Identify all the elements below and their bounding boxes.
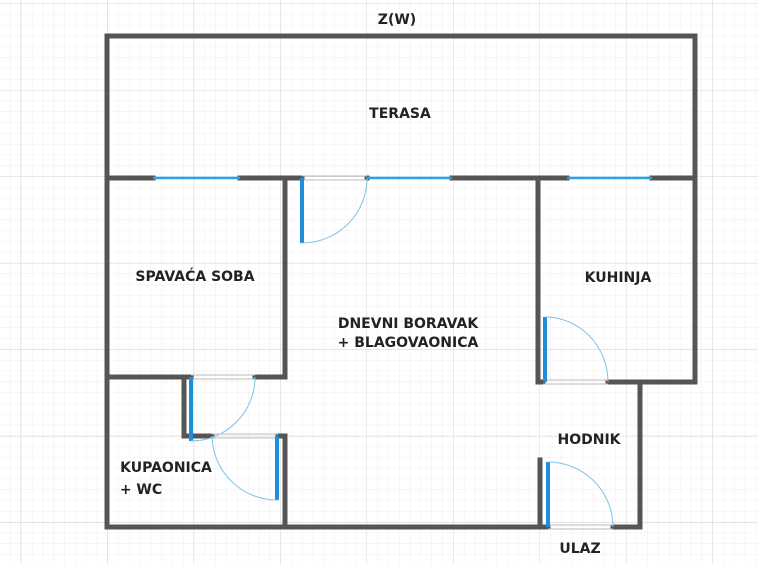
room-label-bedroom: SPAVAĆA SOBA	[135, 267, 254, 285]
room-label-bathroom-2: + WC	[120, 482, 162, 498]
entrance-label: ULAZ	[559, 541, 600, 557]
door-entrance	[546, 461, 614, 530]
room-label-terrace: TERASA	[369, 106, 431, 122]
door-kitchen	[543, 316, 609, 385]
room-label-living-2: + BLAGOVAONICA	[338, 335, 479, 351]
orientation-label: Z(W)	[378, 12, 416, 28]
room-label-kitchen: KUHINJA	[585, 270, 652, 286]
door-bedroom	[189, 374, 256, 442]
room-label-bathroom: KUPAONICA	[120, 460, 212, 476]
door-terrace	[300, 175, 368, 244]
room-label-hallway: HODNIK	[557, 432, 621, 448]
door-bathroom	[211, 433, 279, 501]
room-label-living: DNEVNI BORAVAK	[338, 316, 479, 332]
walls	[104, 33, 698, 530]
